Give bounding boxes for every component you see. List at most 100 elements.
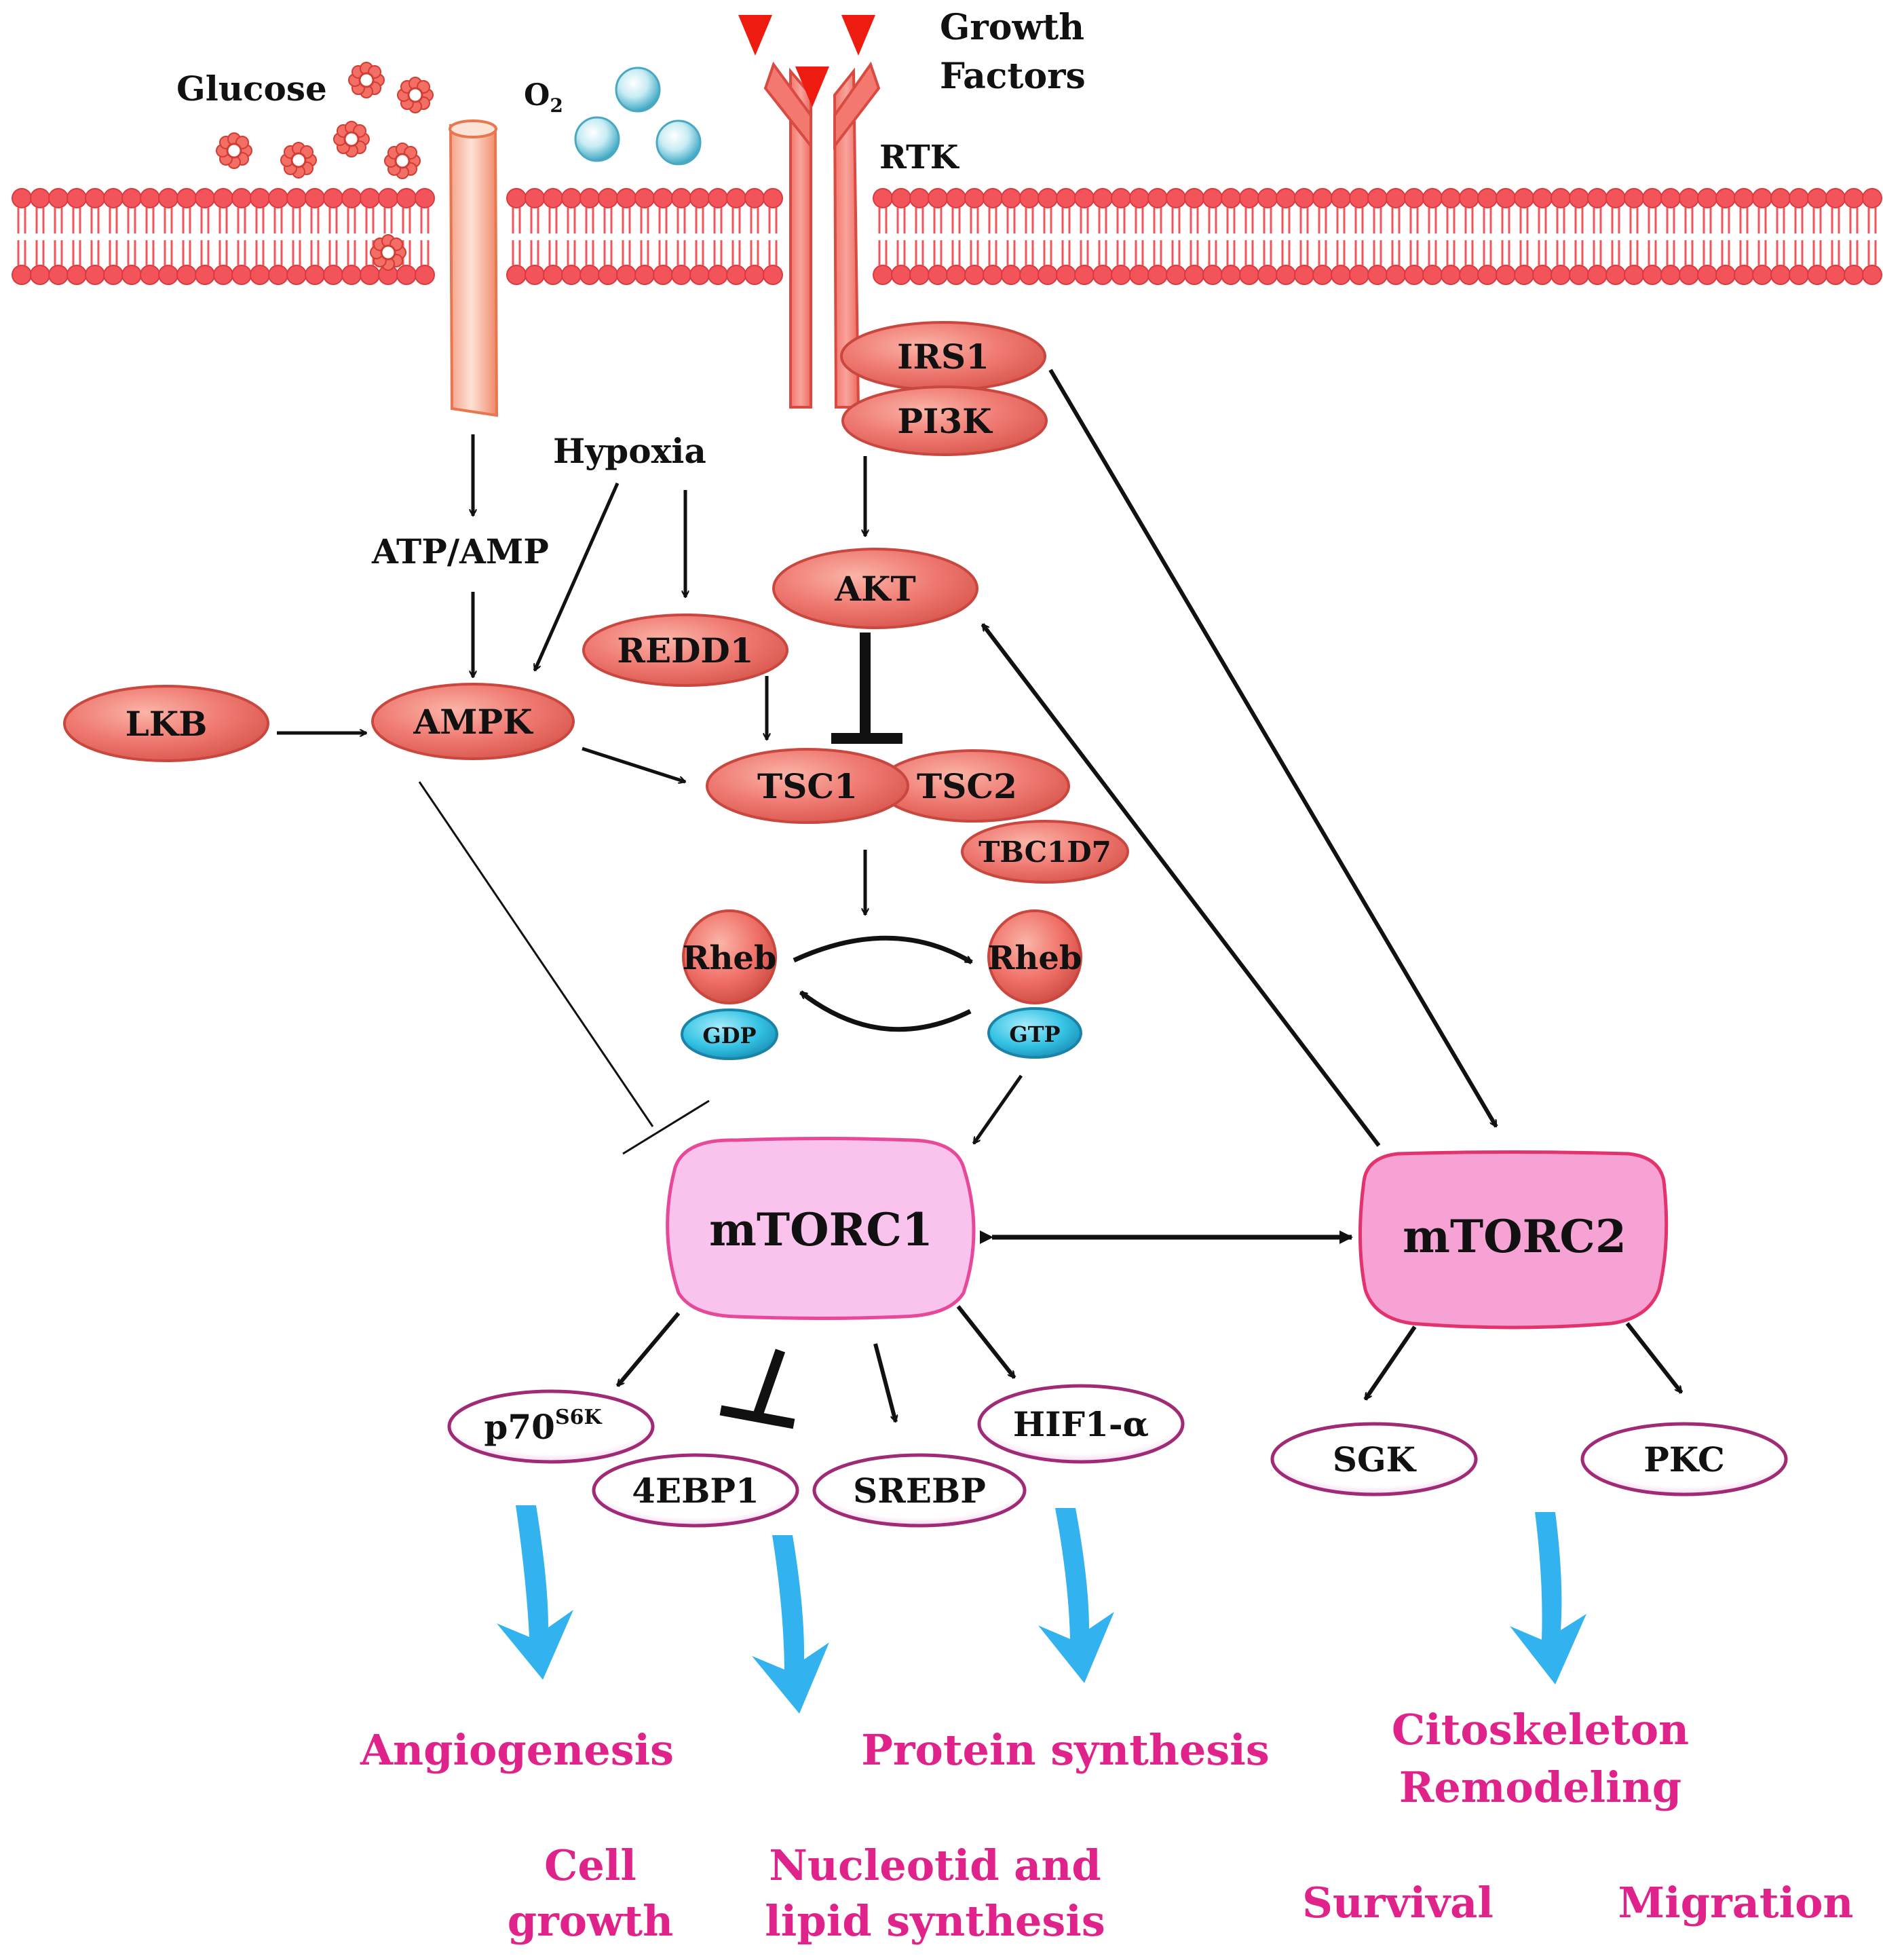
lipid-head	[928, 265, 948, 285]
arrow-mtorc1-to-hif1a	[956, 1305, 1016, 1379]
lipid-head	[1129, 265, 1149, 285]
lipid-head	[1770, 188, 1791, 208]
lipid-head	[1514, 188, 1534, 208]
growth-factors-label-line2: Factors	[940, 56, 1086, 97]
lipid-head	[1111, 265, 1131, 285]
lipid-head	[1056, 188, 1076, 208]
svg-text:TBC1D7: TBC1D7	[978, 835, 1111, 869]
arrow-gtp-to-mtorc1	[972, 1074, 1023, 1144]
lipid-head	[396, 265, 417, 285]
lipid-head	[1862, 188, 1882, 208]
glucose-molecule	[333, 121, 370, 157]
glucose-molecule	[384, 143, 421, 179]
lipid-head	[671, 188, 691, 208]
blue-arrow-1	[497, 1505, 573, 1680]
node-tbc1d7: TBC1D7	[961, 820, 1129, 884]
lipid-head	[1752, 188, 1772, 208]
lipid-head	[1349, 188, 1369, 208]
growth-factors-label-line1: Growth	[940, 7, 1084, 48]
lipid-head	[250, 265, 270, 285]
lipid-head	[378, 188, 398, 208]
lipid-head	[1734, 265, 1754, 285]
lipid-head	[48, 188, 69, 208]
node-mtorc2: mTORC2	[1358, 1150, 1669, 1330]
svg-text:p70S6K: p70S6K	[484, 1406, 602, 1447]
lipid-head	[323, 188, 343, 208]
lipid-head	[1441, 265, 1461, 285]
arrow-irs1-to-mtorc2	[1048, 369, 1498, 1127]
blue-arrow-3	[1038, 1508, 1114, 1683]
lipid-head	[176, 265, 197, 285]
node-p70s6k: p70S6K	[447, 1389, 655, 1464]
lipid-head	[1312, 265, 1333, 285]
lipid-head	[1844, 188, 1864, 208]
lipid-head	[1734, 188, 1754, 208]
lipid-head	[1789, 188, 1809, 208]
lipid-head	[598, 265, 618, 285]
lipid-head	[1019, 265, 1040, 285]
lipid-head	[634, 265, 655, 285]
svg-text:AMPK: AMPK	[413, 702, 533, 742]
lipid-head	[1496, 188, 1516, 208]
lipid-head	[1605, 265, 1626, 285]
svg-text:SREBP: SREBP	[853, 1471, 986, 1511]
lipid-head	[1331, 265, 1351, 285]
lipid-head	[1679, 265, 1699, 285]
lipid-head	[579, 265, 600, 285]
svg-text:PI3K: PI3K	[897, 401, 993, 441]
lipid-head	[323, 265, 343, 285]
outcome-arrows	[497, 1505, 1586, 1714]
atp-amp-label: ATP/AMP	[371, 531, 549, 571]
lipid-head	[158, 188, 178, 208]
svg-text:IRS1: IRS1	[897, 337, 989, 377]
lipid-head	[1147, 188, 1168, 208]
lipid-head	[909, 188, 930, 208]
lipid-head	[30, 265, 50, 285]
lipid-head	[305, 188, 325, 208]
lipid-head	[360, 265, 380, 285]
svg-text:GTP: GTP	[1009, 1021, 1060, 1047]
lipid-head	[1166, 188, 1186, 208]
node-rheb-gdp: Rheb GDP	[681, 909, 778, 1060]
node-ampk: AMPK	[371, 683, 575, 760]
lipid-head	[195, 265, 215, 285]
lipid-head	[616, 188, 636, 208]
lipid-head	[1294, 188, 1314, 208]
lipid-head	[1715, 265, 1736, 285]
lipid-head	[1514, 265, 1534, 285]
lipid-head	[653, 188, 673, 208]
lipid-head	[1660, 188, 1681, 208]
lipid-head	[983, 265, 1003, 285]
lipid-head	[1276, 188, 1296, 208]
lipid-head	[1312, 188, 1333, 208]
lipid-head	[1147, 265, 1168, 285]
node-hif1a: HIF1-α	[977, 1384, 1185, 1464]
o2-bubble	[615, 67, 661, 113]
lipid-head	[598, 188, 618, 208]
lipid-head	[103, 188, 123, 208]
lipid-head	[176, 188, 197, 208]
lipid-head	[1752, 265, 1772, 285]
lipid-head	[1844, 265, 1864, 285]
glucose-transporter	[449, 119, 499, 417]
lipid-head	[268, 265, 288, 285]
lipid-head	[1825, 188, 1846, 208]
lipid-head	[1202, 188, 1223, 208]
lipid-head	[708, 265, 728, 285]
lipid-head	[1477, 188, 1498, 208]
outcome-survival: Survival	[1302, 1878, 1494, 1927]
lipid-head	[1605, 188, 1626, 208]
lipid-head	[1386, 188, 1406, 208]
lipid-head	[121, 188, 142, 208]
svg-text:PKC: PKC	[1643, 1439, 1725, 1480]
oxygen-bubbles	[574, 67, 702, 166]
lipid-head	[1697, 265, 1717, 285]
lipid-head	[1496, 265, 1516, 285]
node-pkc: PKC	[1580, 1422, 1788, 1496]
lipid-head	[1715, 188, 1736, 208]
lipid-head	[616, 265, 636, 285]
lipid-head	[140, 265, 160, 285]
node-mtorc1: mTORC1	[666, 1137, 976, 1320]
